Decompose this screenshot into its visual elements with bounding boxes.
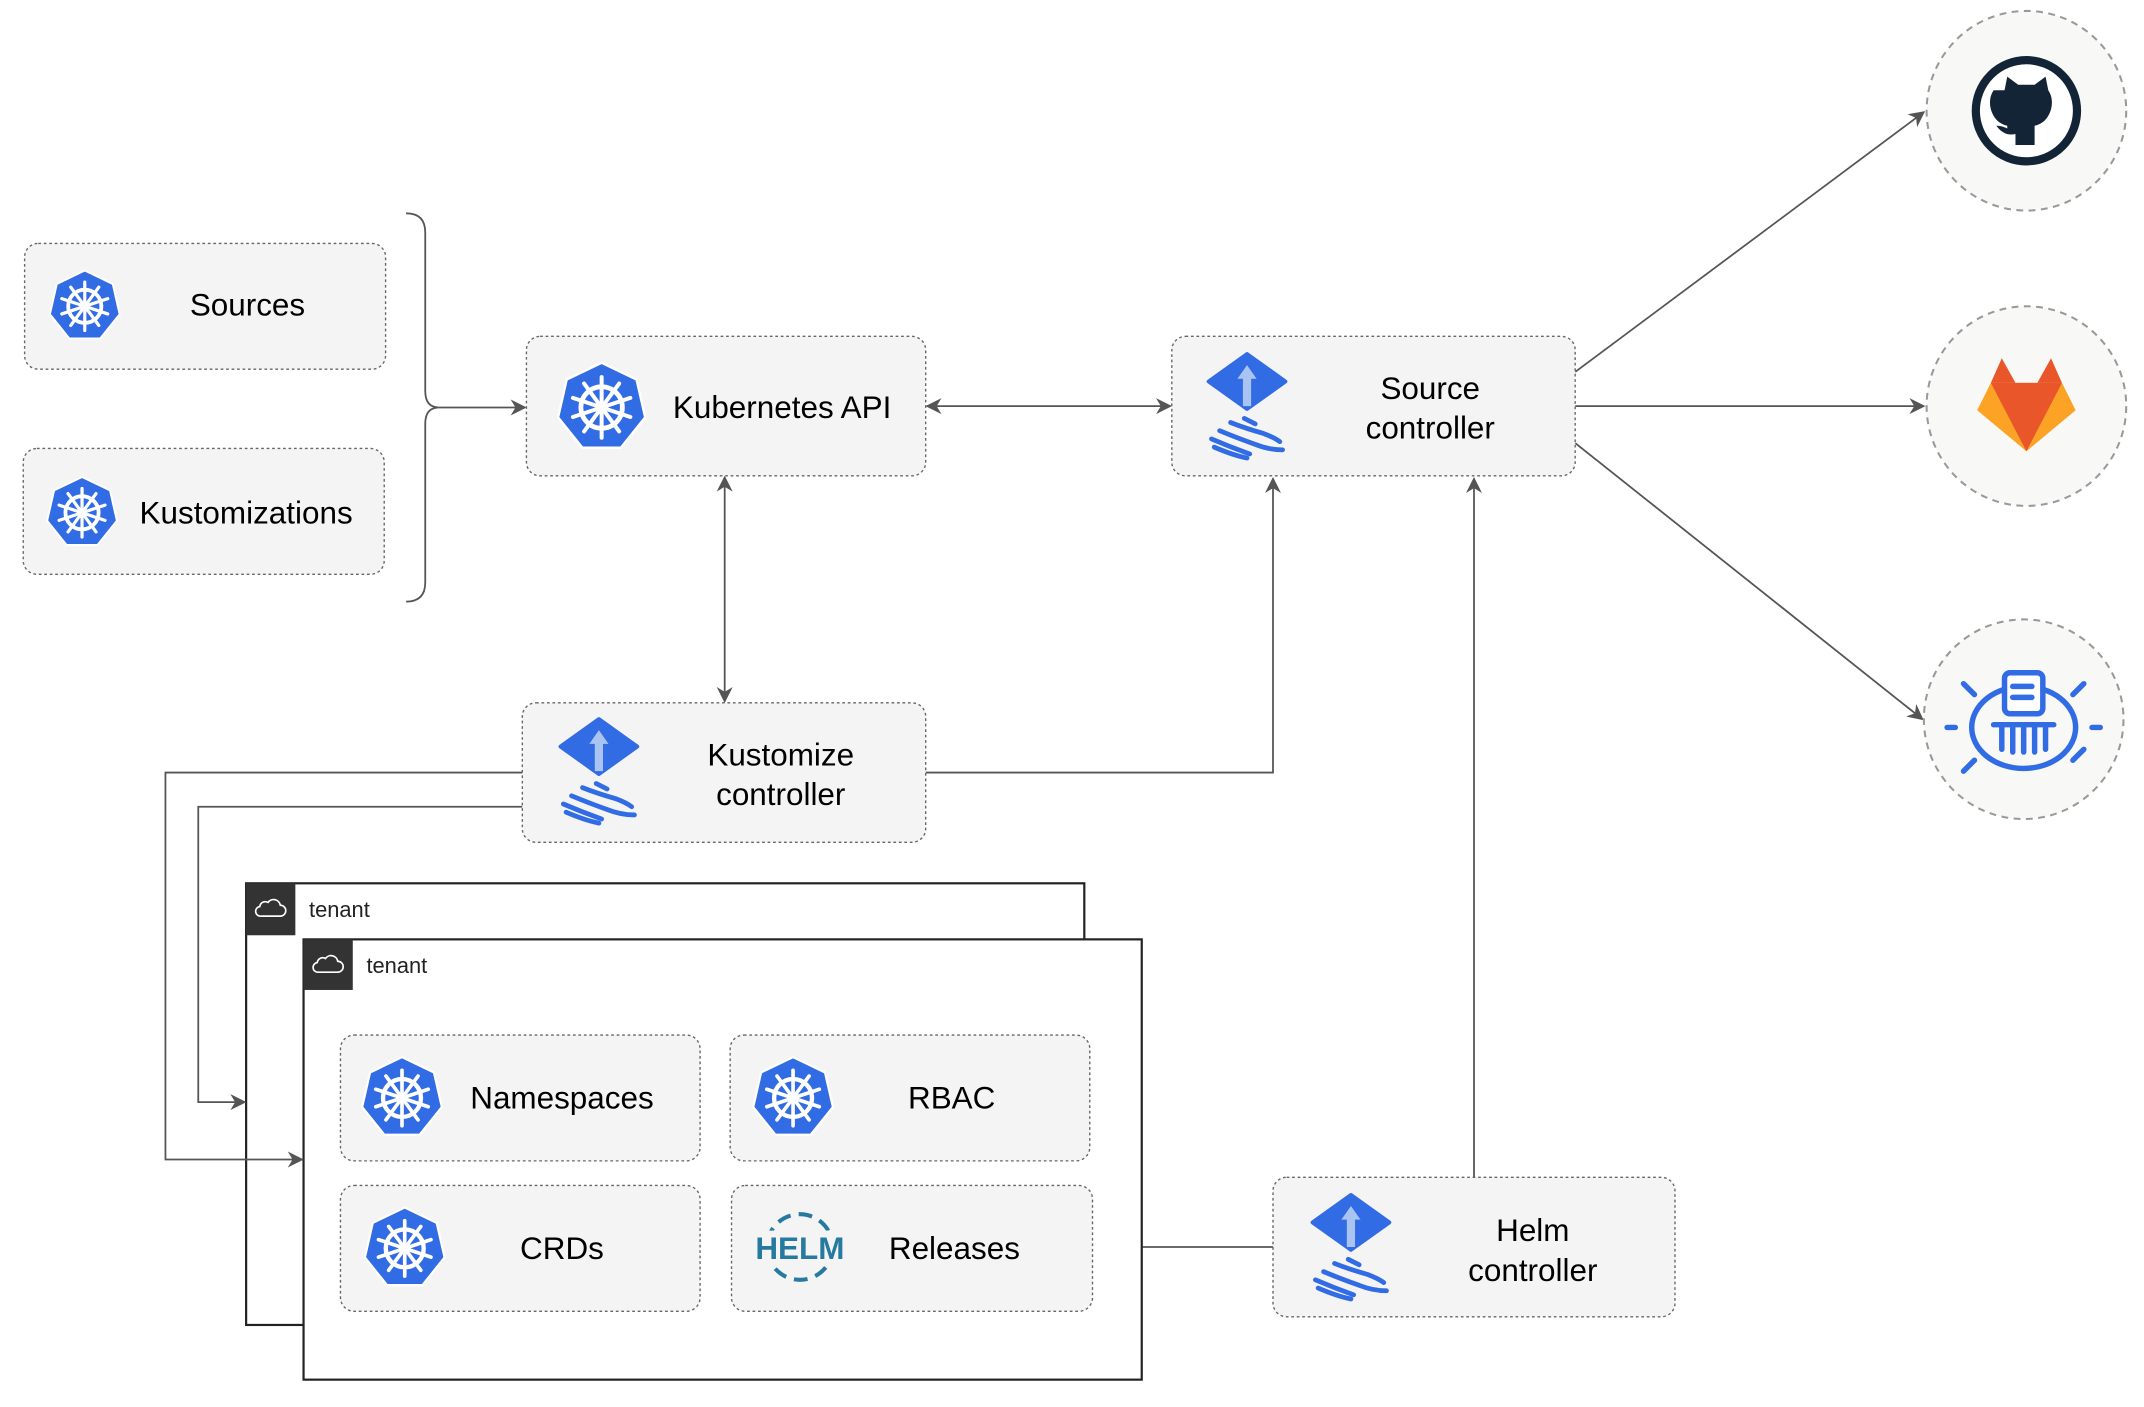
node-namespaces[interactable]: Namespaces [339, 1034, 701, 1162]
node-kustomize-controller[interactable]: Kustomize controller [521, 702, 927, 843]
tenant-label: tenant [309, 897, 370, 922]
node-label: Helm [1496, 1213, 1569, 1248]
harbor-registry-icon [1944, 670, 2103, 774]
node-releases[interactable]: HELM Releases [730, 1184, 1094, 1312]
edge-kustomize-to-source [925, 476, 1281, 774]
node-label: Sources [190, 287, 305, 322]
github-node[interactable] [1925, 9, 2128, 212]
harbor-node[interactable] [1922, 618, 2125, 821]
edge-source-to-harbor [1574, 442, 1924, 721]
github-icon [1971, 56, 2082, 166]
svg-text:HELM: HELM [755, 1231, 844, 1266]
node-label: controller [716, 777, 845, 812]
node-label: Source [1380, 371, 1480, 406]
node-helm-controller[interactable]: Helm controller [1272, 1176, 1676, 1318]
node-label: controller [1468, 1253, 1597, 1288]
node-kubernetes-api[interactable]: Kubernetes API [525, 335, 927, 477]
node-rbac[interactable]: RBAC [729, 1034, 1091, 1162]
node-label: Releases [889, 1231, 1020, 1266]
edge-source-to-github [1574, 111, 1926, 373]
gitlab-node[interactable] [1925, 305, 2128, 507]
node-crds[interactable]: CRDs [339, 1184, 701, 1312]
node-label: Kustomizations [140, 495, 353, 530]
node-label: RBAC [908, 1080, 995, 1115]
node-label: Kubernetes API [673, 390, 891, 425]
helm-icon: HELM [753, 1212, 847, 1282]
node-label: Kustomize [707, 737, 854, 772]
edge-kustomize-to-tenant-back [197, 805, 523, 1111]
gitlab-icon [1977, 358, 2076, 452]
node-label: Namespaces [470, 1080, 653, 1115]
edges [406, 111, 1926, 1256]
tenant-label: tenant [366, 953, 427, 978]
brace [406, 212, 439, 603]
edge-kustomize-to-tenant-front [164, 771, 523, 1168]
node-label: controller [1366, 410, 1495, 445]
node-source-controller[interactable]: Source controller [1171, 335, 1576, 477]
node-kustomizations[interactable]: Kustomizations [22, 447, 385, 575]
node-label: CRDs [520, 1231, 604, 1266]
node-sources[interactable]: Sources [23, 242, 387, 370]
